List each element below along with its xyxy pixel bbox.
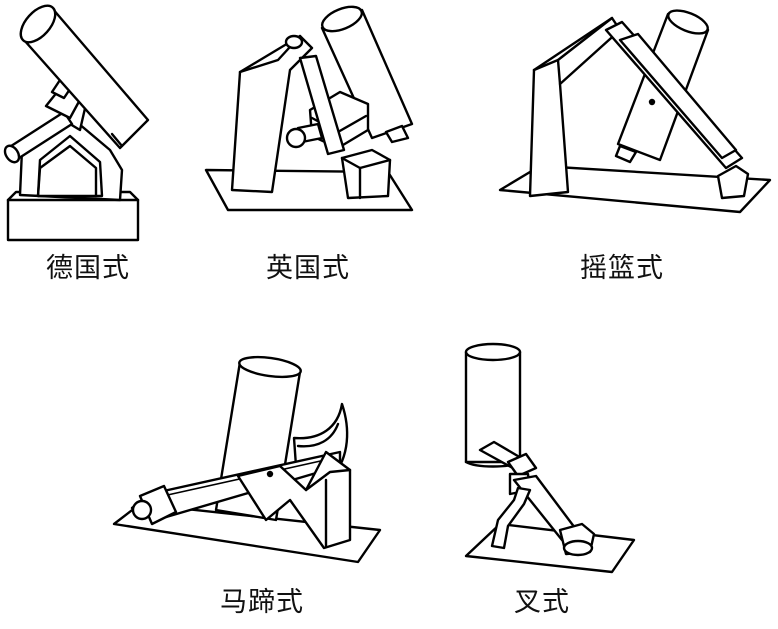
label-german-mount: 德国式 bbox=[46, 253, 130, 284]
label-english-mount: 英国式 bbox=[266, 253, 350, 284]
german-mount-drawing bbox=[3, 4, 150, 242]
horseshoe-base-plate bbox=[112, 502, 382, 564]
english-mount-drawing bbox=[204, 5, 414, 212]
fork-base-plate bbox=[464, 522, 636, 574]
horseshoe-mount-drawing bbox=[112, 355, 382, 564]
label-cradle-mount: 摇篮式 bbox=[580, 253, 664, 284]
label-fork-mount: 叉式 bbox=[514, 587, 570, 618]
label-horseshoe-mount: 马蹄式 bbox=[220, 587, 304, 618]
horseshoe-support bbox=[236, 450, 352, 550]
german-pier bbox=[6, 198, 140, 242]
fork-mount-drawing bbox=[464, 342, 636, 574]
cradle-mount-drawing bbox=[498, 9, 772, 214]
english-south-pier bbox=[340, 148, 392, 200]
